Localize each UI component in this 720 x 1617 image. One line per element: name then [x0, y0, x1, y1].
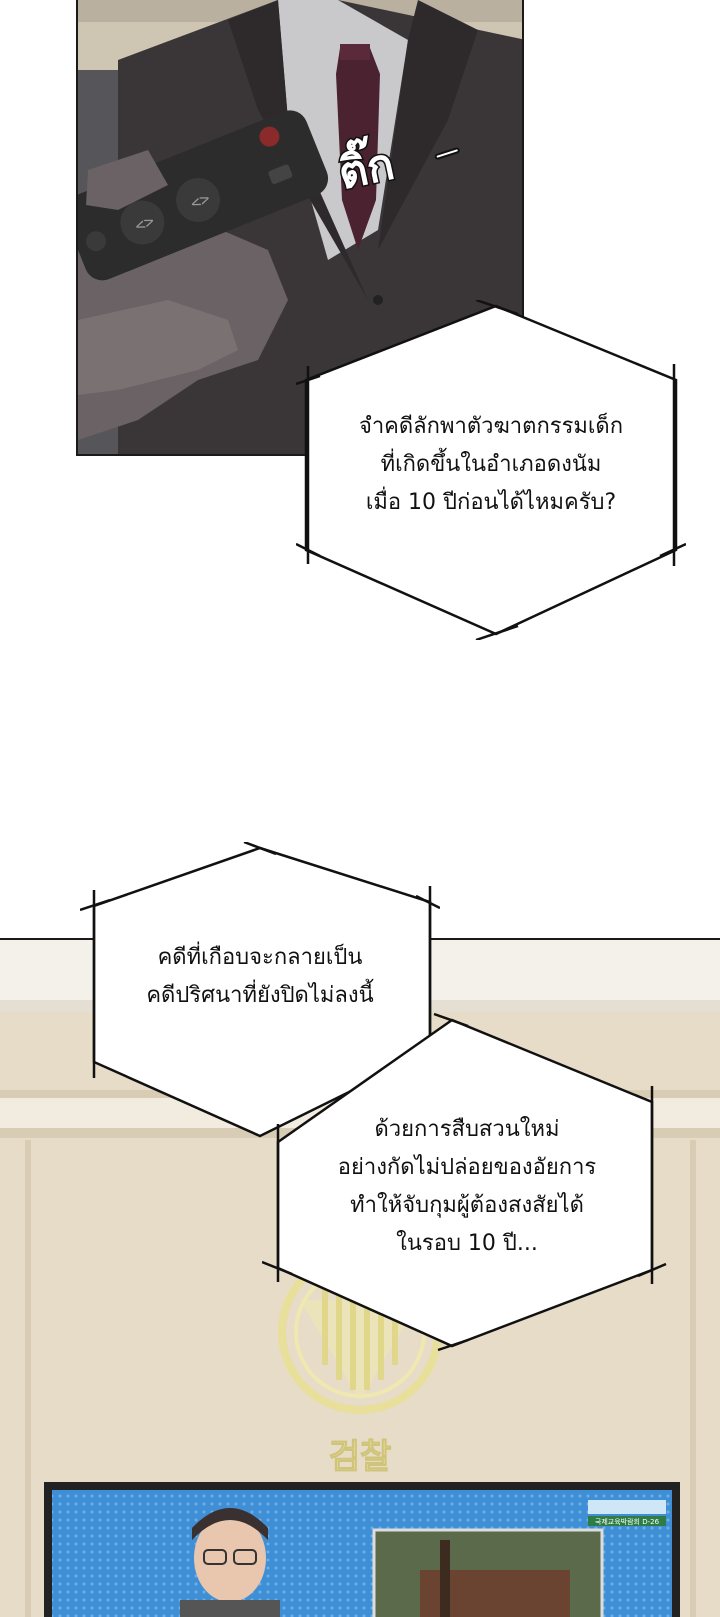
remote-closeup-art: <> <> ติ๊ก — [78, 0, 522, 454]
bubble-line: คดีที่เกือบจะกลายเป็น — [157, 945, 363, 970]
power-button-icon — [259, 126, 280, 147]
tie — [336, 48, 380, 250]
panel-remote-closeup: <> <> ติ๊ก — [76, 0, 524, 456]
speech-bubble-2-text: คดีที่เกือบจะกลายเป็น คดีปริศนาที่ยังปิด… — [100, 902, 420, 1052]
bubble-line: ในรอบ 10 ปี... — [396, 1231, 538, 1256]
bubble-line: จำคดีลักพาตัวฆาตกรรมเด็ก — [358, 414, 624, 439]
speech-bubble-2: คดีที่เกือบจะกลายเป็น คดีปริศนาที่ยังปิด… — [80, 842, 440, 1142]
wall-sign: 검찰 — [329, 1437, 392, 1477]
bubble-line: ด้วยการสืบสวนใหม่ — [374, 1117, 560, 1142]
speech-bubble-3: ด้วยการสืบสวนใหม่ อย่างกัดไม่ปล่อยของอัย… — [262, 1012, 670, 1352]
bubble-line: อย่างกัดไม่ปล่อยของอัยการ — [337, 1155, 597, 1180]
speech-bubble-3-text: ด้วยการสืบสวนใหม่ อย่างกัดไม่ปล่อยของอัย… — [292, 1092, 642, 1282]
bubble-line: คดีปริศนาที่ยังปิดไม่ลงนี้ — [146, 983, 374, 1008]
bubble-line: เมื่อ 10 ปีก่อนได้ไหมครับ? — [365, 490, 617, 515]
tv-badge: 국제교육박람회 D-26 — [595, 1517, 660, 1526]
speech-bubble-1: จำคดีลักพาตัวฆาตกรรมเด็ก ที่เกิดขึ้นในอำ… — [296, 300, 686, 640]
speech-bubble-1-text: จำคดีลักพาตัวฆาตกรรมเด็ก ที่เกิดขึ้นในอำ… — [316, 360, 666, 570]
tv-anchor — [180, 1508, 280, 1617]
bubble-line: ทำให้จับกุมผู้ต้องสงสัยได้ — [350, 1193, 584, 1218]
remote-control: <> <> — [78, 110, 329, 281]
bubble-line: ที่เกิดขึ้นในอำเภอดงนัม — [380, 452, 602, 477]
